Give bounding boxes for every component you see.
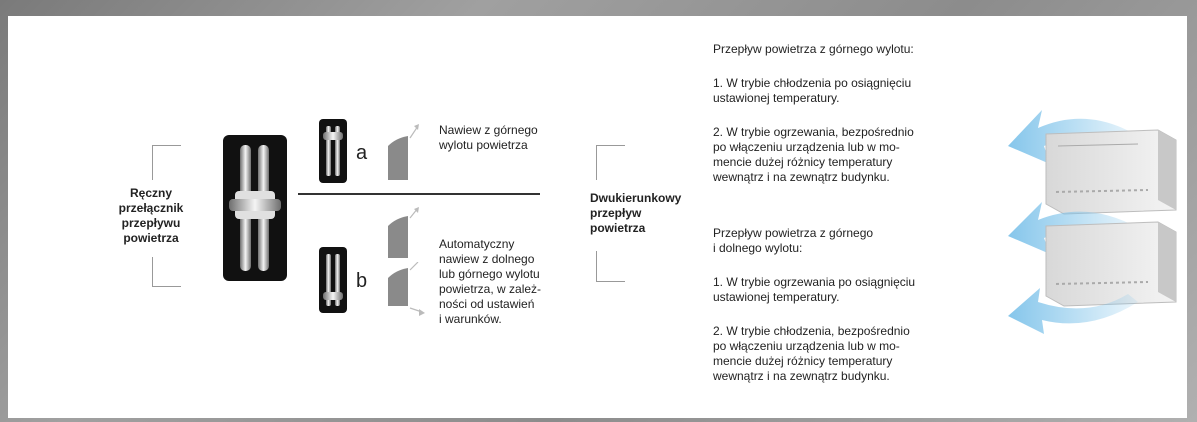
section2-item2: 2. W trybie chłodzenia, bezpośrednio po … [713,324,910,383]
section1-item1: 1. W trybie chłodzenia po osiągnięciu us… [713,76,912,105]
bracket-top-left [152,145,181,180]
bidirectional-flow-label: Dwukierunkowy przepływ powietrza [590,191,682,235]
bracket-bottom-middle [596,251,625,282]
unit-top-outlet-icon [1008,110,1177,215]
bracket-top-middle [596,145,625,180]
section2-item1: 1. W trybie ogrzewania po osiągnięciu us… [713,275,916,304]
section1-title: Przepływ powietrza z górnego wylotu: [713,42,914,56]
upper-outlet-a-icon [388,124,419,180]
label-a: a [356,142,368,164]
section2-title: Przepływ powietrza z górnego i dolnego w… [713,226,874,255]
slider-switch-icon [223,135,287,281]
diagram-panel: Ręczny przełącznik przepływu powietrza a… [8,16,1187,418]
upper-outlet-b-icon [388,207,419,258]
bracket-bottom-left [152,257,181,287]
lower-outlet-b-icon [388,262,425,316]
upper-outlet-description: Nawiew z górnego wylotu powietrza [439,123,538,152]
label-b: b [356,270,368,292]
auto-outlet-description: Automatyczny nawiew z dolnego lub górneg… [439,237,542,326]
divider-line [298,193,540,195]
switch-b-icon [319,247,347,313]
unit-dual-outlet-icon [1008,202,1177,334]
switch-a-icon [319,119,347,183]
section1-item2: 2. W trybie ogrzewania, bezpośrednio po … [713,125,914,184]
manual-switch-label: Ręczny przełącznik przepływu powietrza [118,186,184,245]
